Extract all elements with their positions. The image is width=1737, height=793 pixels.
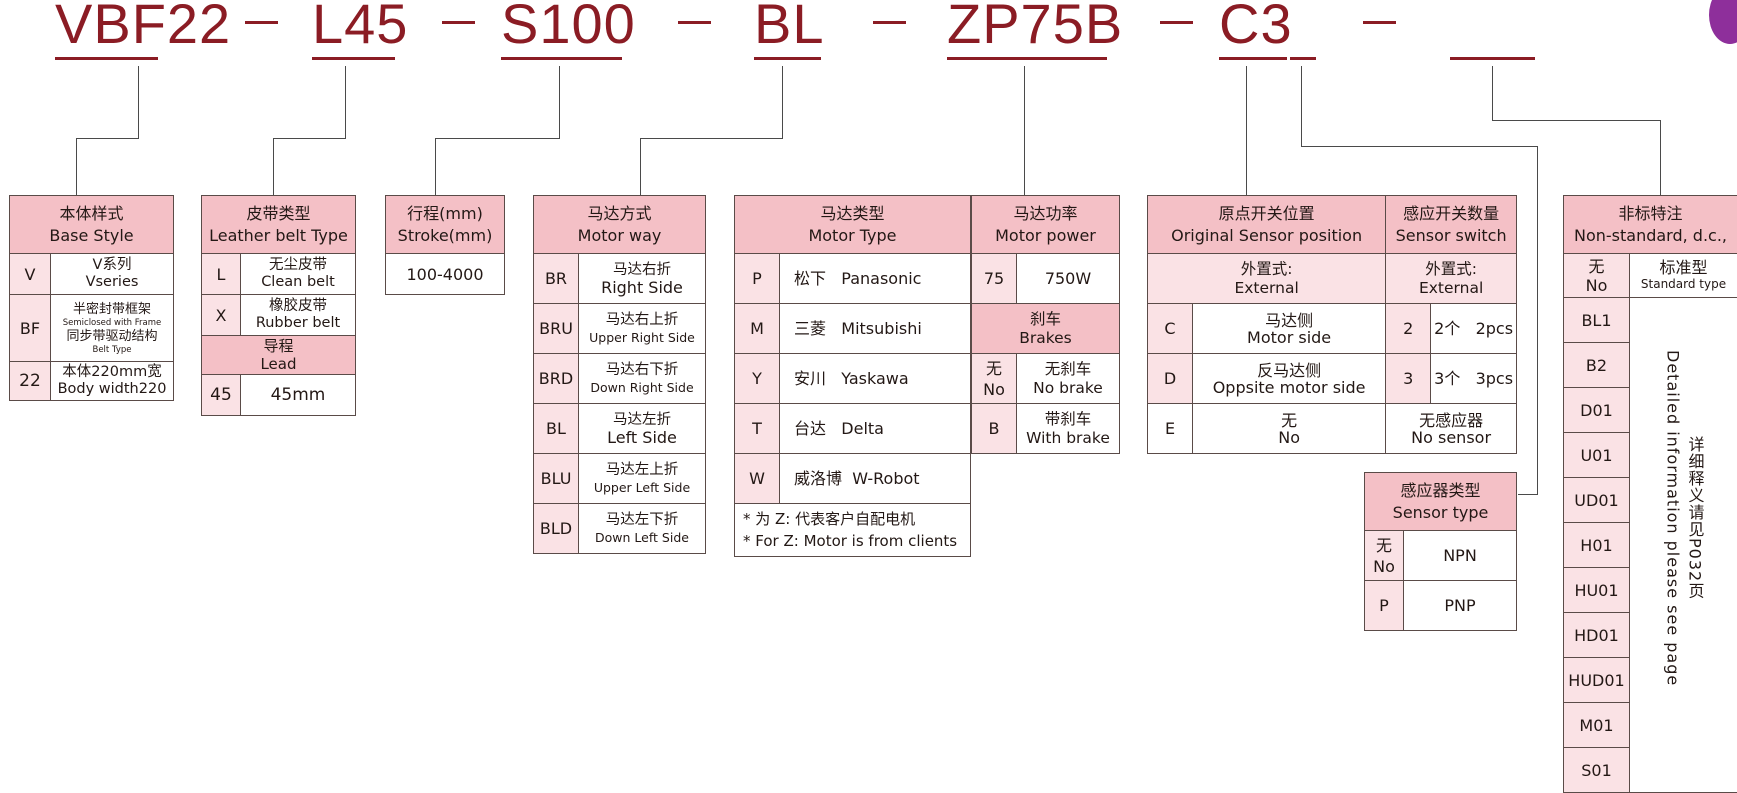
connector-line (76, 138, 139, 139)
code-blank-sensor-type (1290, 57, 1316, 60)
motor-power-header: 马达功率 Motor power (972, 196, 1120, 254)
code-underline (947, 57, 1107, 60)
connector-line (138, 66, 139, 139)
stroke-value: 100-4000 (386, 254, 505, 295)
connector-line (1492, 66, 1493, 120)
connector-line (1537, 146, 1538, 494)
sensor-position-sub: 外置式:External (1148, 254, 1386, 304)
code-motor: ZP75B (947, 0, 1123, 56)
table-row: P PNP (1365, 581, 1517, 631)
connector-line (435, 138, 560, 139)
connector-line (1660, 120, 1661, 195)
code-underline (754, 57, 821, 60)
connector-line (273, 138, 346, 139)
code-stroke: S100 (501, 0, 636, 56)
code-underline (501, 57, 622, 60)
connector-line (640, 138, 783, 139)
connector-line (1518, 494, 1538, 495)
code-blank-non-standard (1450, 57, 1535, 60)
connector-line (1492, 120, 1661, 121)
separator-dash (1160, 21, 1193, 24)
stroke-header: 行程(mm) Stroke(mm) (386, 196, 505, 254)
code-underline (55, 57, 158, 60)
code-base-style: VBF22 (55, 0, 231, 56)
sensor-switch-sub: 外置式:External (1386, 254, 1517, 304)
connector-line (1301, 146, 1538, 147)
belt-type-header: 皮带类型 Leather belt Type (202, 196, 356, 254)
separator-dash (873, 21, 906, 24)
connector-line (345, 66, 346, 139)
connector-line (76, 138, 77, 195)
code-motor-way: BL (754, 0, 825, 56)
connector-line (782, 66, 783, 139)
motor-type-note: * 为 Z: 代表客户自配电机 * For Z: Motor is from c… (735, 504, 971, 557)
code-sensor: C3 (1219, 0, 1293, 56)
lead-header: 导程 Lead (202, 336, 356, 375)
separator-dash (442, 21, 475, 24)
non-standard-header: 非标特注 Non-standard, d.c., (1564, 196, 1737, 254)
motor-type-header: 马达类型 Motor Type (735, 196, 971, 254)
brakes-header: 刹车 Brakes (972, 304, 1120, 354)
connector-line (1301, 66, 1302, 146)
connector-line (435, 138, 436, 195)
connector-line (640, 138, 641, 195)
code-belt: L45 (312, 0, 408, 56)
table-row: 45 45mm (202, 375, 356, 416)
connector-line (1024, 66, 1025, 195)
connector-line (1246, 66, 1247, 195)
stroke-table: 行程(mm) Stroke(mm) 100-4000 (385, 195, 505, 295)
corner-decoration (1709, 0, 1737, 44)
separator-dash (678, 21, 711, 24)
connector-line (273, 138, 274, 195)
code-underline (1219, 57, 1287, 60)
code-underline (312, 57, 395, 60)
separator-dash (1363, 21, 1396, 24)
base-style-header: 本体样式 Base Style (10, 196, 174, 254)
separator-dash (245, 21, 278, 24)
sensor-type-header: 感应器类型 Sensor type (1365, 473, 1517, 531)
connector-line (559, 66, 560, 139)
motor-way-header: 马达方式 Motor way (534, 196, 706, 254)
